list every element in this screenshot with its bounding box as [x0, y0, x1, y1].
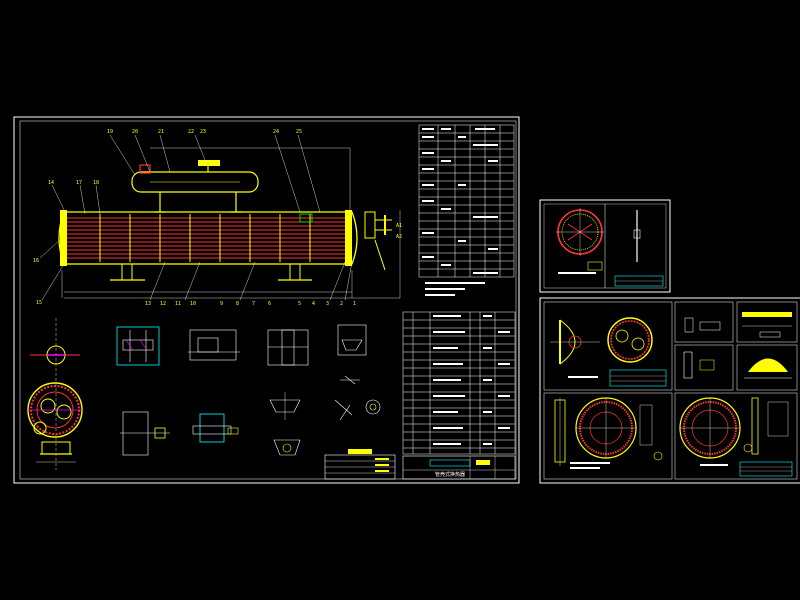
balloon-24: 24: [273, 129, 279, 135]
balloon-12: 12: [160, 301, 166, 307]
sheet-2: [539, 199, 671, 293]
balloon-5: 5: [298, 301, 301, 307]
detail-e: [120, 411, 170, 456]
balloon-20: 20: [132, 129, 138, 135]
balloon-a2: A2: [396, 234, 402, 240]
title-block-name: 管壳式换热器: [435, 471, 465, 478]
balloon-15: 15: [36, 300, 42, 306]
detail-views: [116, 324, 381, 456]
balloon-23: 23: [200, 129, 206, 135]
parts-list-text-marks: [433, 315, 510, 445]
balloon-10: 10: [190, 301, 196, 307]
balloon-21: 21: [158, 129, 164, 135]
balloon-9: 9: [220, 301, 223, 307]
parts-list-table: [402, 311, 516, 455]
balloon-3: 3: [326, 301, 329, 307]
balloon-16: 16: [33, 258, 39, 264]
upper-drum: [131, 160, 259, 213]
detail-g: [269, 392, 301, 456]
balloon-7: 7: [252, 301, 255, 307]
balloon-a1: A1: [396, 223, 402, 229]
balloon-11: 11: [175, 301, 181, 307]
balloon-6: 6: [268, 301, 271, 307]
main-shell: [58, 210, 392, 281]
balloon-17: 17: [76, 180, 82, 186]
balloon-22: 22: [188, 129, 194, 135]
balloon-2: 2: [340, 301, 343, 307]
detail-d: [337, 324, 367, 356]
detail-a: [116, 326, 160, 366]
technical-table-text-marks: [422, 128, 498, 296]
title-block: 管壳式换热器: [402, 455, 516, 480]
balloon-13: 13: [145, 301, 151, 307]
balloon-8: 8: [236, 301, 239, 307]
detail-f: [192, 413, 239, 443]
baffles: [99, 214, 311, 262]
sheet-3: [539, 297, 800, 484]
leader-lines: [39, 134, 353, 301]
balloon-19: 19: [107, 129, 113, 135]
detail-b: [188, 329, 240, 361]
balloon-4: 4: [312, 301, 315, 307]
main-sheet-border: [13, 116, 520, 484]
notes-box: [324, 449, 396, 480]
balloon-25: 25: [296, 129, 302, 135]
main-sheet-inner-border: [19, 120, 517, 480]
detail-c: [267, 329, 309, 366]
detail-h: [334, 375, 381, 421]
balloon-18: 18: [93, 180, 99, 186]
balloon-1: 1: [353, 301, 356, 307]
dimension-lines: [61, 147, 401, 299]
balloon-14: 14: [48, 180, 54, 186]
tube-bundle: [67, 217, 345, 259]
end-view-section: [27, 318, 83, 470]
technical-specification-table: [418, 124, 515, 278]
main-sheet: 19 20 21 22 23 24 25 14 17 18 16 15 13 1…: [13, 116, 520, 484]
part-balloons: 19 20 21 22 23 24 25 14 17 18 16 15 13 1…: [33, 129, 402, 307]
